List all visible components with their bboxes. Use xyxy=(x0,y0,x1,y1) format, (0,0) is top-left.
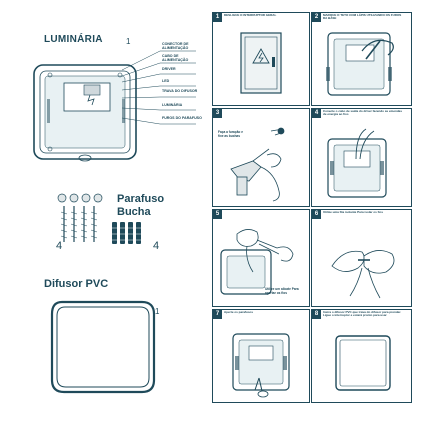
step-4-panel: 4 Conecte o cabo de saída do driver faze… xyxy=(311,108,412,207)
drill-illustration xyxy=(230,127,285,202)
step-number: 3 xyxy=(213,109,222,118)
tape-illustration xyxy=(331,250,395,299)
screwing-illustration xyxy=(232,333,290,398)
step-number: 5 xyxy=(213,210,222,219)
finished-illustration xyxy=(335,335,391,391)
step-text: Insira o difusor PVC que trava do difuso… xyxy=(323,310,402,318)
step-text: MARQUE O TETO COM LÁPIS UTILIZANDO OS FU… xyxy=(323,13,402,21)
part-leader-lines xyxy=(121,50,196,125)
part-label: FUROS DO PARAFUSO xyxy=(162,116,202,120)
step-3-caption: Faça a furação e fixe as buchas xyxy=(218,130,243,138)
step-text: Conecte o cabo de saída do driver fazend… xyxy=(323,109,403,117)
step-text: Aperte os parafusos xyxy=(224,310,254,314)
anchor-label: Bucha xyxy=(117,206,151,218)
step-5-panel: 5 Utilize um alicate Para apertar os fio… xyxy=(212,209,310,307)
marking-illustration xyxy=(326,32,394,96)
part-label: CABO DE ALIMENTAÇÃO xyxy=(162,54,189,62)
anchor-count: 4 xyxy=(153,240,160,252)
hardware-illustration xyxy=(57,193,141,244)
step-number: 2 xyxy=(312,13,321,22)
step-8-panel: 8 Insira o difusor PVC que trava do difu… xyxy=(311,309,412,403)
step-3-panel: 3 Faça a furação e fixe as buchas xyxy=(212,108,310,207)
part-label: LUMINÁRIA xyxy=(162,103,183,107)
part-label: LED xyxy=(162,79,170,83)
screw-count: 4 xyxy=(56,240,63,252)
screw-label: Parafuso xyxy=(117,193,165,205)
wiring-illustration xyxy=(327,128,387,198)
step-number: 8 xyxy=(312,310,321,319)
pliers-illustration xyxy=(220,229,294,295)
difusor-ref: 1 xyxy=(155,307,160,316)
part-label: TRAVA DO DIFUSOR xyxy=(162,89,198,93)
step-text: DESLIGUE O INTERRUPTOR GERAL xyxy=(224,13,277,17)
step-number: 1 xyxy=(213,13,222,22)
luminaria-ref: 1 xyxy=(126,37,131,46)
step-7-panel: 7 Aperte os parafusos xyxy=(212,309,310,403)
breaker-panel-illustration xyxy=(240,32,282,94)
step-text: Utilize uma fita isolante Para isolar os… xyxy=(323,210,384,214)
step-2-panel: 2 MARQUE O TETO COM LÁPIS UTILIZANDO OS … xyxy=(311,12,412,106)
part-label: CONECTOR DE ALIMENTAÇÃO xyxy=(162,42,189,50)
step-number: 6 xyxy=(312,210,321,219)
step-6-panel: 6 Utilize uma fita isolante Para isolar … xyxy=(311,209,412,307)
difusor-illustration xyxy=(50,300,156,394)
part-label: DRIVER xyxy=(162,67,176,71)
step-number: 7 xyxy=(213,310,222,319)
luminaire-illustration xyxy=(33,64,137,162)
luminaria-title: LUMINÁRIA xyxy=(44,34,103,45)
step-number: 4 xyxy=(312,109,321,118)
step-1-panel: 1 DESLIGUE O INTERRUPTOR GERAL xyxy=(212,12,310,106)
step-5-caption: Utilize um alicate Para apertar os fios xyxy=(265,287,299,295)
difusor-title: Difusor PVC xyxy=(44,278,109,290)
